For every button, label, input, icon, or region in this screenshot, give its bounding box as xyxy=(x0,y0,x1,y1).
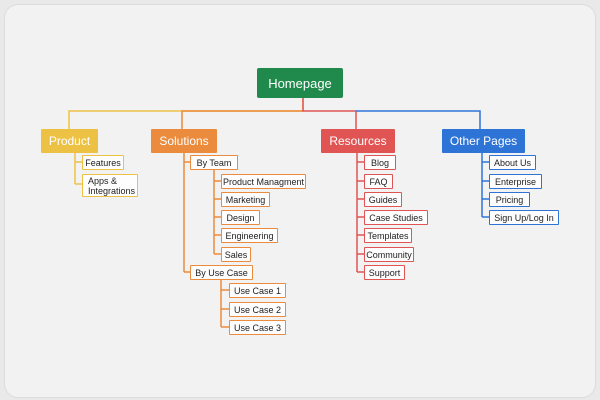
other-pages-item[interactable]: Sign Up/Log In xyxy=(489,210,559,225)
connector-resources-items xyxy=(356,153,364,273)
resources-item-label: Guides xyxy=(368,194,398,205)
category-product[interactable]: Product xyxy=(41,129,98,153)
connector-root-solutions xyxy=(181,110,303,129)
homepage-label: Homepage xyxy=(268,75,332,91)
other-pages-item-label: Pricing xyxy=(495,194,524,205)
category-product-label: Product xyxy=(48,134,91,148)
connector-root-product xyxy=(68,98,304,129)
connector-product-items xyxy=(74,153,82,185)
category-resources[interactable]: Resources xyxy=(321,129,395,153)
other-pages-item-label: Enterprise xyxy=(494,176,537,187)
connector-solutions-groups xyxy=(183,153,190,273)
resources-item-label: Community xyxy=(366,249,412,260)
solutions-group-by-team[interactable]: By Team xyxy=(190,155,238,170)
by-team-item[interactable]: Engineering xyxy=(221,228,278,243)
category-solutions[interactable]: Solutions xyxy=(151,129,217,153)
product-item-features[interactable]: Features xyxy=(82,155,124,170)
resources-item-label: Templates xyxy=(367,230,409,241)
connector-root-other xyxy=(356,110,481,129)
category-other-pages-label: Other Pages xyxy=(449,134,518,148)
product-item-label: Features xyxy=(85,157,121,168)
connector-byusecase-items xyxy=(220,280,229,328)
by-team-item-label: Sales xyxy=(224,249,248,260)
connector-lines xyxy=(68,98,489,328)
category-solutions-label: Solutions xyxy=(159,134,209,148)
by-team-item[interactable]: Design xyxy=(221,210,260,225)
product-item-apps-integrations[interactable]: Apps & Integrations xyxy=(82,174,138,197)
other-pages-item-label: About Us xyxy=(493,157,532,168)
category-other-pages[interactable]: Other Pages xyxy=(442,129,525,153)
resources-item[interactable]: Support xyxy=(364,265,405,280)
by-team-item[interactable]: Product Managment xyxy=(221,174,306,189)
other-pages-item[interactable]: Enterprise xyxy=(489,174,542,189)
other-pages-item[interactable]: Pricing xyxy=(489,192,530,207)
resources-item[interactable]: Templates xyxy=(364,228,412,243)
by-use-case-item[interactable]: Use Case 3 xyxy=(229,320,286,335)
by-use-case-item[interactable]: Use Case 2 xyxy=(229,302,286,317)
connector-byteam-items xyxy=(213,170,221,255)
solutions-group-label: By Use Case xyxy=(195,267,248,278)
by-team-item-label: Design xyxy=(226,212,255,223)
by-use-case-item-label: Use Case 2 xyxy=(233,304,282,315)
resources-item-label: FAQ xyxy=(369,176,388,187)
resources-item-label: Blog xyxy=(370,157,389,168)
other-pages-item-label: Sign Up/Log In xyxy=(494,212,554,223)
resources-item-label: Support xyxy=(368,267,401,278)
resources-item[interactable]: FAQ xyxy=(364,174,393,189)
resources-item[interactable]: Blog xyxy=(364,155,396,170)
by-team-item[interactable]: Marketing xyxy=(221,192,270,207)
by-team-item-label: Marketing xyxy=(225,194,266,205)
solutions-group-by-use-case[interactable]: By Use Case xyxy=(190,265,253,280)
diagram-canvas: Homepage Product Solutions Resources Oth… xyxy=(4,4,596,398)
connector-root-resources xyxy=(302,98,357,129)
by-use-case-item-label: Use Case 1 xyxy=(233,285,282,296)
solutions-group-label: By Team xyxy=(196,157,232,168)
resources-item[interactable]: Case Studies xyxy=(364,210,428,225)
by-team-item[interactable]: Sales xyxy=(221,247,251,262)
other-pages-item[interactable]: About Us xyxy=(489,155,536,170)
resources-item[interactable]: Guides xyxy=(364,192,402,207)
by-use-case-item-label: Use Case 3 xyxy=(233,322,282,333)
product-item-label: Apps & Integrations xyxy=(88,175,136,196)
by-team-item-label: Product Managment xyxy=(222,176,305,187)
homepage-node[interactable]: Homepage xyxy=(257,68,343,98)
category-resources-label: Resources xyxy=(329,134,387,148)
by-team-item-label: Engineering xyxy=(225,230,274,241)
by-use-case-item[interactable]: Use Case 1 xyxy=(229,283,286,298)
connector-other-items xyxy=(481,153,489,218)
resources-item[interactable]: Community xyxy=(364,247,414,262)
resources-item-label: Case Studies xyxy=(369,212,423,223)
